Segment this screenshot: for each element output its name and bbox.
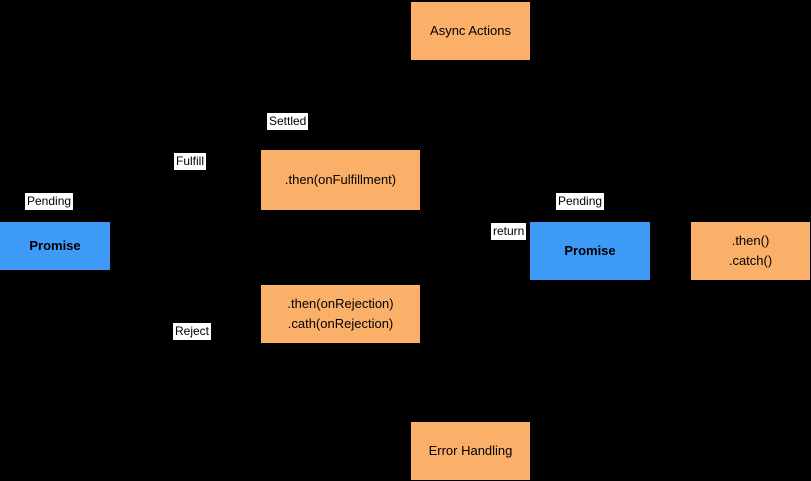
edge-label-settled: Settled xyxy=(267,113,309,130)
node-async-actions[interactable]: Async Actions xyxy=(411,2,530,60)
connector-promise-left-to-fulfill xyxy=(110,245,260,246)
node-then-label: .then() xyxy=(731,232,770,248)
node-async-actions-label: Async Actions xyxy=(430,22,511,38)
edge-label-pending-right: Pending xyxy=(556,193,605,210)
node-error-handling-label: Error Handling xyxy=(428,442,513,458)
edge-label-pending-left: Pending xyxy=(25,193,74,210)
node-promise-left[interactable]: Promise xyxy=(0,222,110,270)
node-then-on-rejection-label: .then(onRejection) xyxy=(287,295,394,311)
node-promise-right-label: Promise xyxy=(564,242,616,258)
edge-label-reject: Reject xyxy=(173,323,212,340)
node-promise-right[interactable]: Promise xyxy=(530,222,650,280)
connector-then-to-promise-right xyxy=(420,251,530,252)
edge-label-return: return xyxy=(491,223,527,240)
node-error-handling[interactable]: Error Handling xyxy=(411,422,530,480)
node-then-catch-on-rejection[interactable]: .then(onRejection) .cath(onRejection) xyxy=(261,285,420,343)
node-promise-left-label: Promise xyxy=(29,237,81,253)
node-then-on-fulfillment[interactable]: .then(onFulfillment) xyxy=(261,150,420,210)
node-catch-label: .catch() xyxy=(728,253,773,268)
node-cath-on-rejection-label: .cath(onRejection) xyxy=(287,316,394,331)
edge-label-fulfill: Fulfill xyxy=(174,153,207,170)
node-then-catch[interactable]: .then() .catch() xyxy=(691,222,810,280)
node-then-on-fulfillment-label: .then(onFulfillment) xyxy=(284,171,397,187)
connector-promise-right-to-then-catch xyxy=(650,251,691,252)
